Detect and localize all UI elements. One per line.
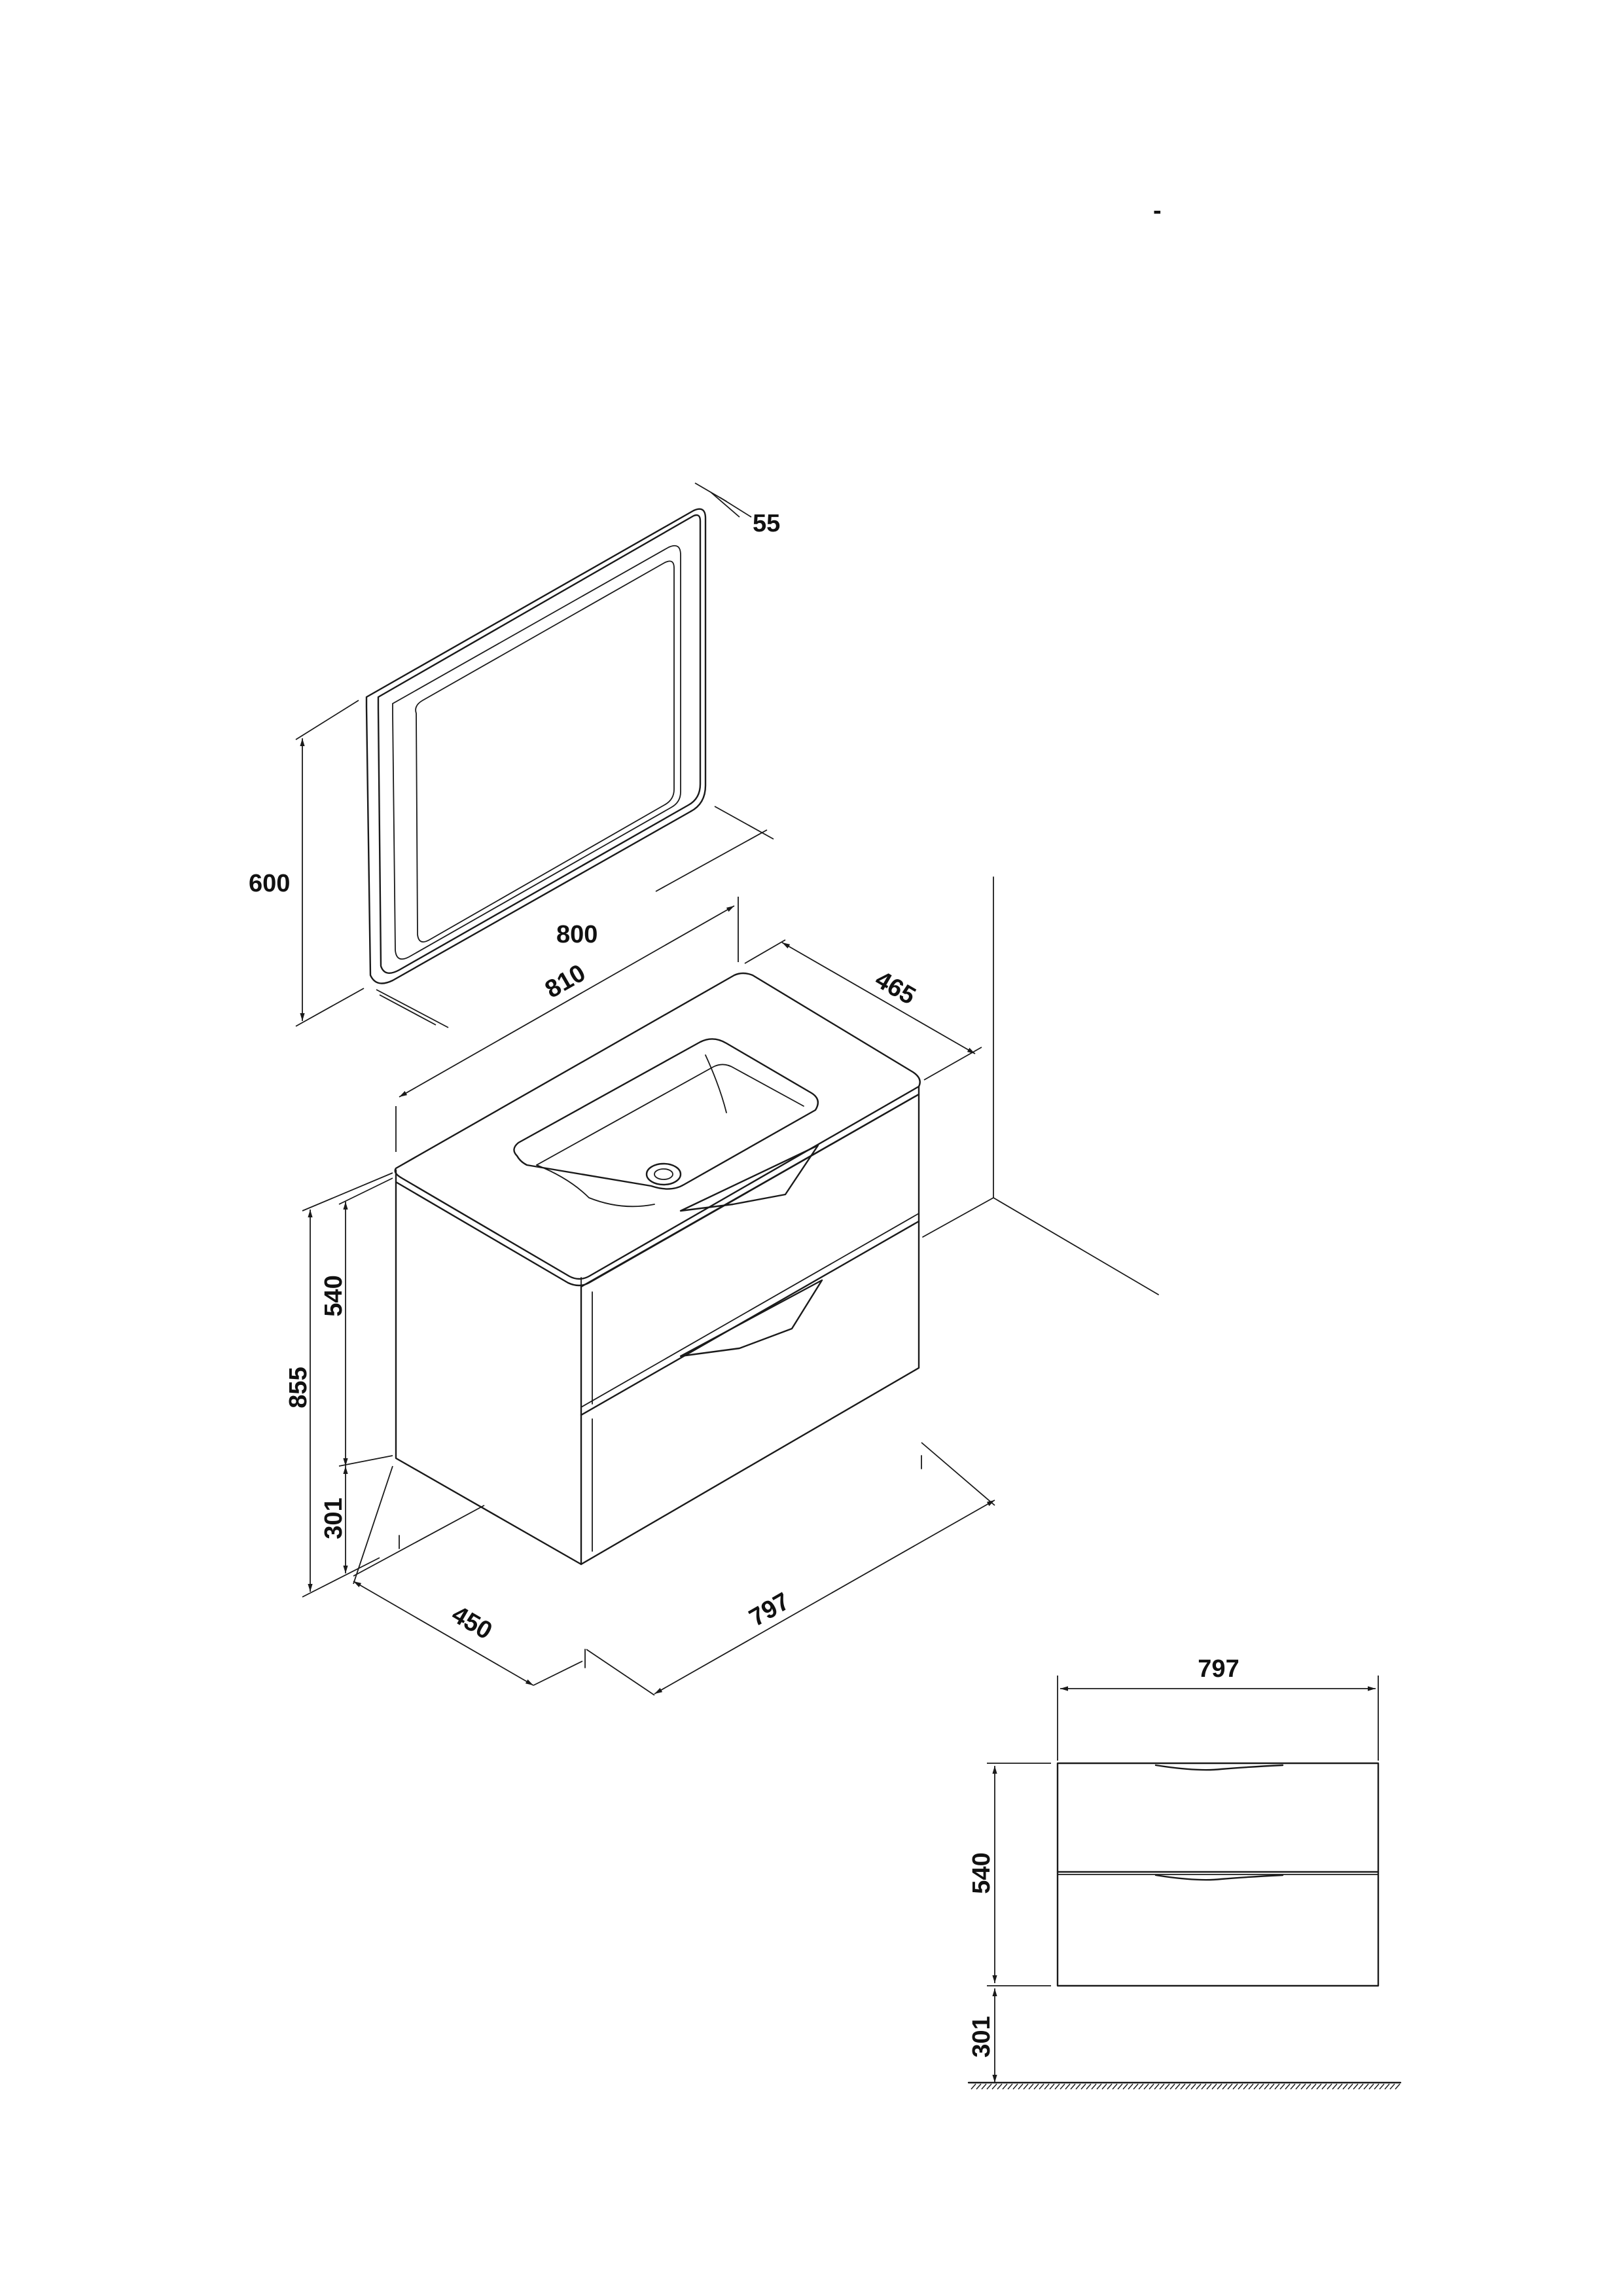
dim-mirror-depth: 55 bbox=[694, 482, 780, 537]
dim-cabinet-width: 797 bbox=[584, 1442, 995, 1696]
svg-text:855: 855 bbox=[285, 1367, 312, 1408]
svg-text:810: 810 bbox=[541, 960, 590, 1004]
dim-cabinet-floor-gap: 301 bbox=[320, 1455, 393, 1573]
vanity-top bbox=[394, 972, 921, 1287]
svg-text:465: 465 bbox=[870, 966, 920, 1011]
dim-mirror-height: 600 bbox=[249, 700, 365, 1027]
svg-text:540: 540 bbox=[968, 1852, 995, 1893]
floor-hatch bbox=[971, 2083, 1400, 2090]
mirror bbox=[365, 508, 707, 984]
vanity-cabinet bbox=[395, 1093, 920, 1566]
svg-text:540: 540 bbox=[320, 1275, 348, 1316]
svg-text:55: 55 bbox=[753, 510, 780, 537]
svg-text:797: 797 bbox=[1198, 1655, 1239, 1683]
dim-cabinet-height-total: 855 bbox=[285, 1172, 393, 1598]
front-view: 797 540 301 bbox=[967, 1655, 1402, 2090]
svg-text:301: 301 bbox=[968, 2016, 995, 2057]
dim-top-depth: 465 bbox=[744, 939, 982, 1081]
svg-text:600: 600 bbox=[249, 870, 290, 897]
dim-cabinet-body-height: 540 bbox=[320, 1177, 393, 1466]
svg-text:450: 450 bbox=[447, 1601, 497, 1645]
svg-text:800: 800 bbox=[556, 921, 597, 948]
wall-lines bbox=[922, 876, 1159, 1295]
svg-text:797: 797 bbox=[745, 1588, 794, 1632]
svg-text:301: 301 bbox=[320, 1498, 348, 1539]
header-mark: - bbox=[1153, 197, 1162, 224]
